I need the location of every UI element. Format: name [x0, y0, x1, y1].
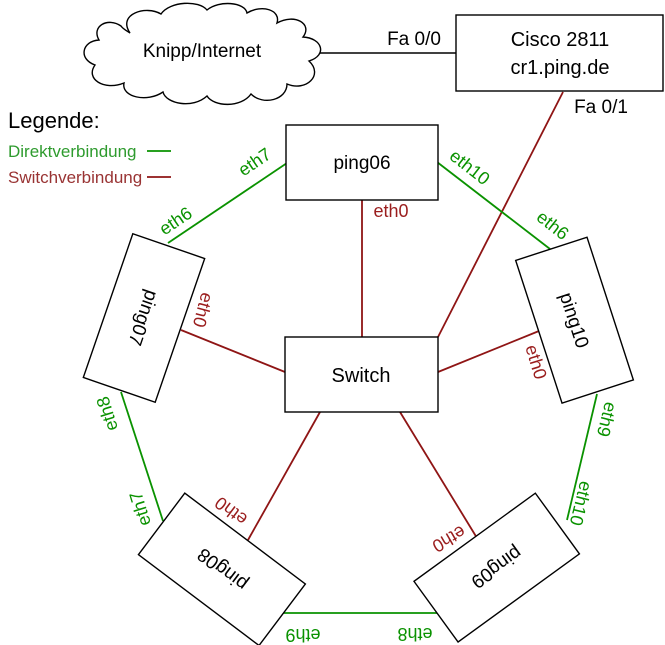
edge-ping07-ping08 [120, 391, 164, 522]
port-ping10-eth6: eth6 [533, 207, 573, 244]
legend-switch-label: Switchverbindung [8, 168, 142, 187]
node-ping09: ping09 [413, 492, 581, 643]
internet-cloud-shape [83, 2, 322, 106]
edge-router-switch [437, 91, 564, 338]
node-ping08-box [137, 492, 307, 645]
edge-ping06-ping07 [167, 162, 288, 244]
legend: Legende: Direktverbindung Switchverbindu… [8, 108, 171, 187]
switch-box [284, 336, 439, 413]
node-ping07-box [82, 232, 206, 404]
router-name: Cisco 2811 [511, 29, 610, 51]
port-ping10-eth9: eth9 [593, 400, 621, 439]
edge-ping08-switch [247, 411, 321, 541]
node-ping09-box [413, 492, 581, 643]
internet-cloud-label: Knipp/Internet [143, 41, 262, 62]
switch-label: Switch [332, 365, 391, 387]
port-ping08-eth7: eth7 [126, 489, 155, 528]
node-ping10-box [514, 236, 635, 404]
port-ping07-eth6: eth6 [156, 203, 196, 239]
router-port-fa01-label: Fa 0/1 [574, 97, 628, 118]
port-ping09-eth8: eth8 [397, 624, 432, 644]
node-ping06-box [285, 124, 439, 201]
router-hostname: cr1.ping.de [511, 57, 610, 79]
port-ping07-eth0: eth0 [189, 290, 217, 329]
node-ping10: ping10 [514, 236, 635, 404]
port-ping06-eth10: eth10 [446, 146, 494, 189]
port-ping07-eth8: eth8 [93, 394, 122, 433]
port-ping08-eth9: eth9 [285, 625, 320, 645]
edge-ping09-ping10 [566, 393, 598, 521]
legend-direct-label: Direktverbindung [8, 142, 137, 161]
router-port-fa00-label: Fa 0/0 [387, 29, 441, 50]
router-box [455, 14, 664, 92]
port-ping06-eth0: eth0 [373, 201, 408, 221]
edge-ping07-switch [180, 329, 286, 373]
edge-ping09-switch [399, 411, 478, 539]
node-ping07: ping07 [82, 232, 206, 404]
edge-ping06-ping10 [436, 161, 551, 250]
edge-ping10-switch [437, 330, 540, 373]
node-ping06-label: ping06 [333, 153, 390, 174]
node-ping08: ping08 [137, 492, 307, 645]
legend-title: Legende: [8, 108, 100, 133]
